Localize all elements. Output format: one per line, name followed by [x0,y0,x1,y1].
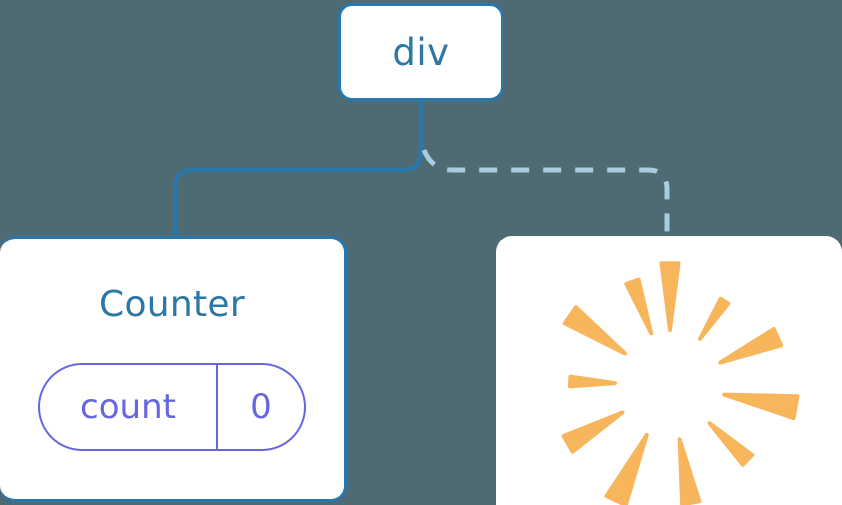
state-pill-count[interactable]: count 0 [38,363,306,451]
spinner-ray-0 [659,261,681,332]
edge-root-to-pending [421,148,670,238]
node-div-label: div [392,30,450,74]
spinner-ray-9 [562,305,627,356]
spinner-ray-4 [707,421,755,467]
spinner-ray-2 [718,326,784,365]
spinner-ray-5 [677,437,702,505]
spinner-ray-3 [722,392,800,421]
state-value-count: 0 [250,387,272,427]
spinner-ray-7 [561,410,625,454]
loading-spinner-icon [561,261,800,505]
spinner-ray-1 [698,296,731,341]
spinner-ray-8 [568,374,617,389]
node-counter-label: Counter [99,284,245,325]
spinner-ray-10 [624,277,654,336]
state-key-count: count [40,365,218,449]
node-counter[interactable]: Counter count 0 [0,236,347,502]
node-div[interactable]: div [338,3,504,101]
edge-root-to-counter [173,101,423,238]
spinner-ray-6 [604,432,649,505]
node-pending[interactable] [496,236,842,505]
